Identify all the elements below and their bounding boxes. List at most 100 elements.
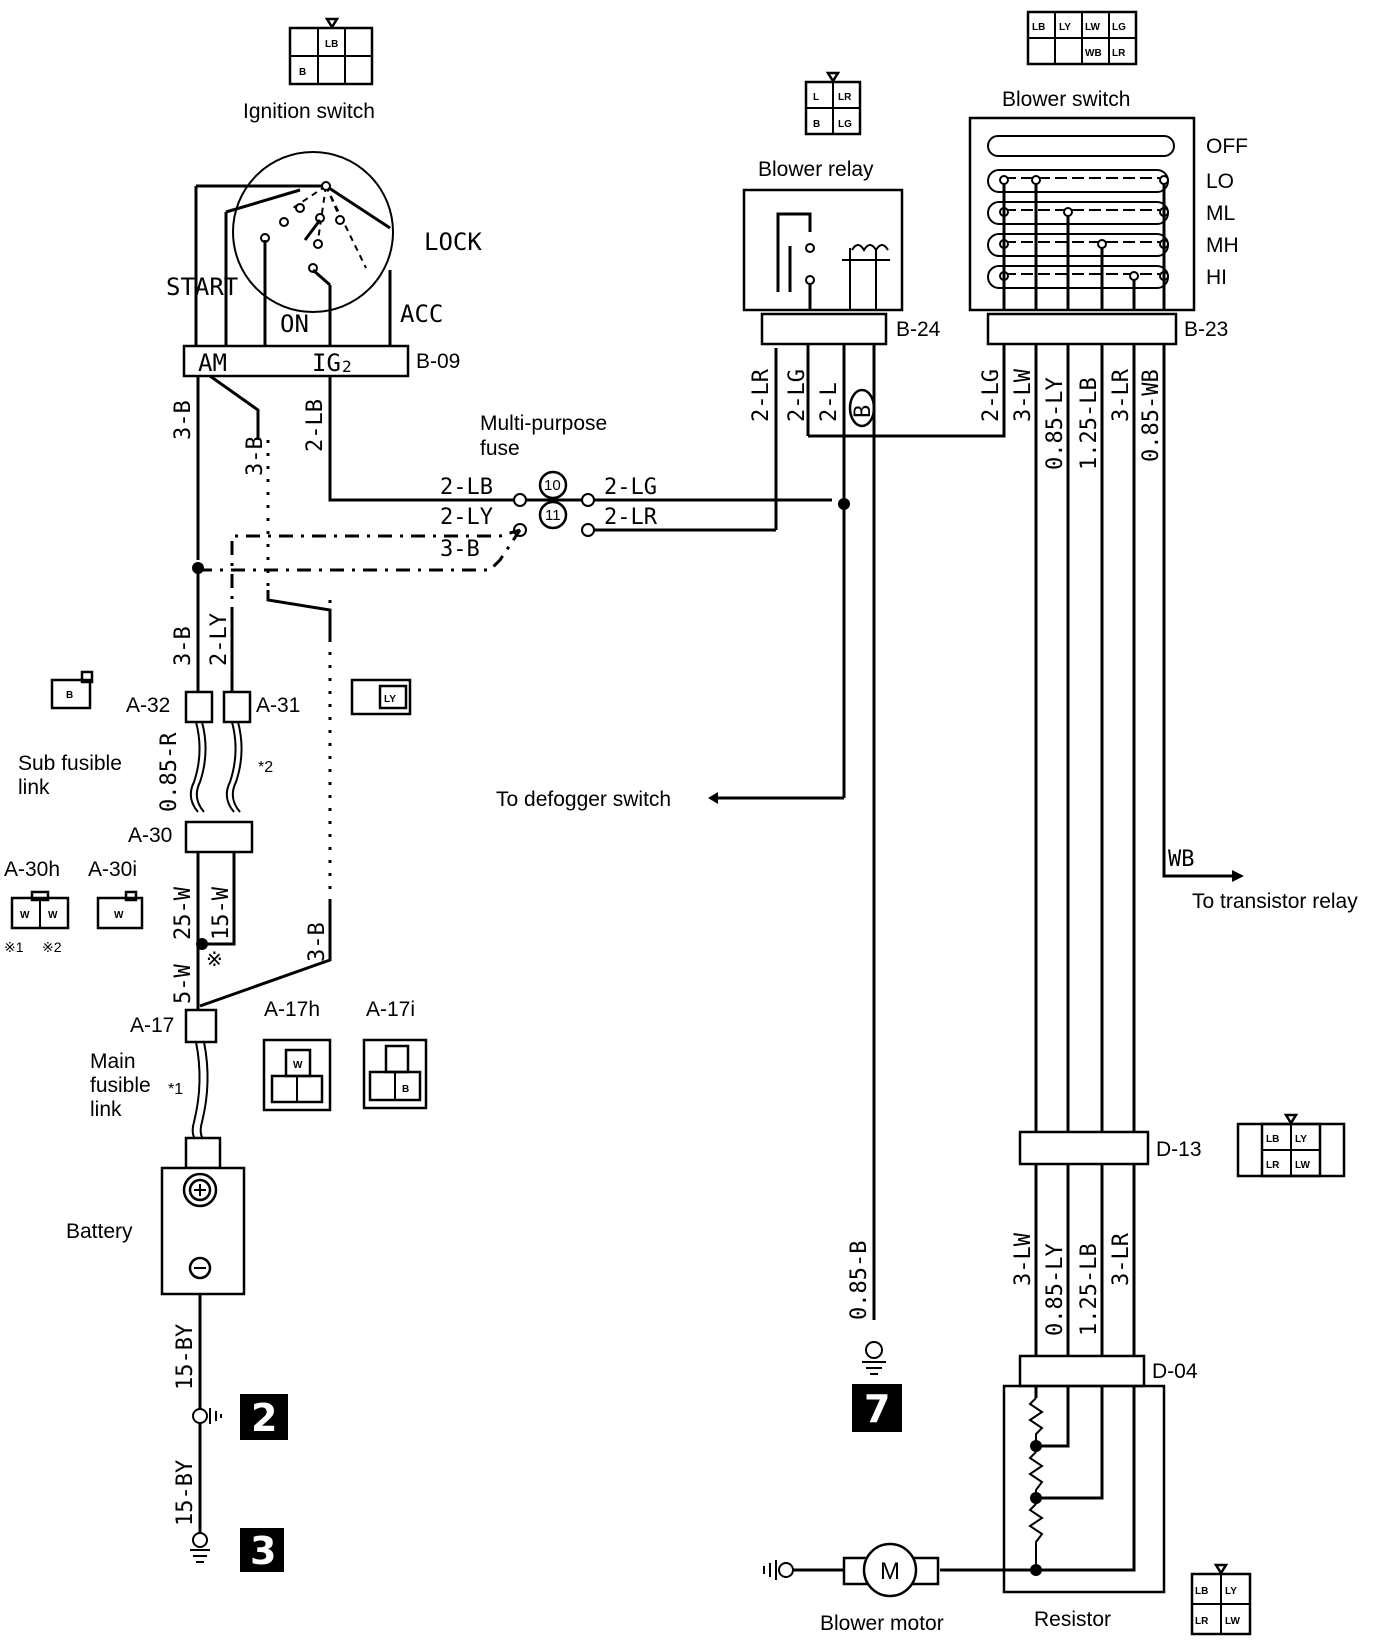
a31-pin-ly: LY [384, 694, 396, 705]
wire-5w: 5-W [171, 964, 196, 1004]
connector-d04 [1018, 1354, 1146, 1388]
acc-label: ACC [400, 300, 443, 328]
note-star1: *1 [168, 1081, 183, 1098]
connector-a32-icon: B [50, 670, 94, 710]
wire-wb: WB [1168, 847, 1195, 872]
a17i-pin-b: B [402, 1084, 409, 1095]
connector-b23 [986, 312, 1178, 346]
wire-3b-a32: 3-B [171, 626, 196, 666]
wire-relay-2lg: 2-LG [785, 369, 810, 422]
connector-d13 [1018, 1130, 1150, 1166]
wire-2lg-fuse: 2-LG [604, 475, 657, 500]
main-fusible-link-label-2: fusible [90, 1074, 151, 1097]
connector-a31-icon: LY [350, 678, 412, 716]
blower-switch-label: Blower switch [1002, 88, 1130, 111]
fuse-10: 10 [513, 470, 595, 507]
main-fusible-link-label-1: Main [90, 1050, 136, 1073]
connector-a17h-label: A-17h [264, 998, 320, 1021]
blower-relay-body [742, 188, 904, 312]
switch-pin-lw: LW [1085, 22, 1101, 33]
connector-b09-label: B-09 [416, 350, 460, 373]
wire-2lb-ign: 2-LB [303, 399, 328, 452]
connector-a30-label: A-30 [128, 824, 172, 847]
relay-pin-lr: LR [838, 92, 852, 103]
relay-pin-lg: LG [838, 119, 852, 130]
a30h-pin-w2: W [48, 910, 58, 921]
switch-pos-mh: MH [1206, 234, 1239, 257]
blower-motor-icon: M [842, 1542, 940, 1598]
note-asterisk: ※ [206, 949, 223, 971]
resistor-pin-lw: LW [1225, 1616, 1241, 1627]
a17h-pin-w: W [293, 1060, 303, 1071]
ign-pin-lb: LB [325, 39, 338, 50]
connector-a30h-icon: W W [10, 890, 70, 930]
motor-symbol: M [880, 1558, 900, 1585]
ignition-switch-connector-icon: LB B [288, 17, 374, 86]
d13-pin-lr: LR [1266, 1160, 1280, 1171]
sub-fusible-link-label-1: Sub fusible [18, 752, 122, 775]
wire-085b: 0.85-B [847, 1241, 872, 1320]
resistor-connector-icon: LB LY LR LW [1190, 1563, 1252, 1636]
battery-terminal [184, 1136, 222, 1170]
note-asterisk-2: ※2 [42, 939, 62, 955]
connector-a17i-label: A-17i [366, 998, 415, 1021]
wire-relay-b: B [851, 405, 876, 418]
wire-15w: 15-W [209, 886, 234, 940]
fuse-11-number: 11 [545, 507, 561, 524]
ground-2-icon: 2 [192, 1394, 288, 1440]
wire-3b-mid: 3-B [243, 436, 268, 476]
multi-purpose-fuse-label-2: fuse [480, 437, 520, 460]
wire-2lr-fuse: 2-LR [604, 505, 658, 530]
lock-label: LOCK [424, 228, 482, 256]
note-asterisk-1: ※1 [4, 939, 24, 955]
resistor-pin-ly: LY [1225, 1586, 1237, 1597]
wire-sw-085ly: 0.85-LY [1043, 377, 1068, 470]
wire-sw-3lw: 3-LW [1011, 368, 1036, 422]
ground-2-number: 2 [251, 1396, 277, 1440]
resistor-pin-lb: LB [1195, 1586, 1208, 1597]
ig-terminal-sub: 2 [342, 357, 352, 376]
relay-pin-l: L [813, 92, 819, 103]
d13-pin-ly: LY [1295, 1134, 1307, 1145]
fuse-10-number: 10 [544, 477, 561, 494]
d13-pin-lw: LW [1295, 1160, 1311, 1171]
switch-pos-lo: LO [1206, 170, 1234, 193]
connector-d04-label: D-04 [1152, 1360, 1198, 1383]
switch-pos-hi: HI [1206, 266, 1227, 289]
connector-b09: AM IG 2 [182, 344, 410, 378]
d13-pin-lb: LB [1266, 1134, 1279, 1145]
fuse-11: 11 [513, 500, 595, 537]
ignition-switch-body [194, 151, 394, 348]
wire-3b-low: 3-B [305, 922, 330, 962]
relay-connector-icon: L LR B LG [804, 71, 862, 136]
wire-2ly-fuse: 2-LY [440, 505, 493, 530]
to-defogger-switch-label: To defogger switch [496, 788, 671, 811]
connector-a31-label: A-31 [256, 694, 300, 717]
ground-3-icon: 3 [190, 1528, 284, 1573]
connector-a31 [222, 690, 252, 724]
wire-d-3lr: 3-LR [1109, 1232, 1134, 1286]
connector-a17-label: A-17 [130, 1014, 174, 1037]
connector-a30 [184, 820, 254, 854]
blower-motor-label: Blower motor [820, 1612, 944, 1635]
wire-relay-2lr: 2-LR [749, 368, 774, 422]
start-label: START [166, 273, 238, 301]
am-terminal-label: AM [198, 349, 227, 377]
connector-a17h-icon: W [262, 1038, 332, 1112]
resistor-body [1002, 1384, 1166, 1594]
battery-label: Battery [66, 1220, 133, 1243]
wire-sw-125lb: 1.25-LB [1077, 377, 1102, 470]
connector-a30i-icon: W [96, 890, 144, 930]
note-star2: *2 [258, 759, 273, 776]
wire-d-3lw: 3-LW [1011, 1232, 1036, 1286]
switch-pin-lr: LR [1112, 48, 1126, 59]
connector-b24 [760, 312, 888, 346]
wire-2ly-a31: 2-LY [207, 613, 232, 666]
wire-15by-1: 15-BY [173, 1324, 198, 1390]
junction-dot [196, 938, 208, 950]
connector-a32 [184, 690, 214, 724]
wire-relay-2l: 2-L [817, 382, 842, 422]
relay-pin-b: B [813, 119, 820, 130]
